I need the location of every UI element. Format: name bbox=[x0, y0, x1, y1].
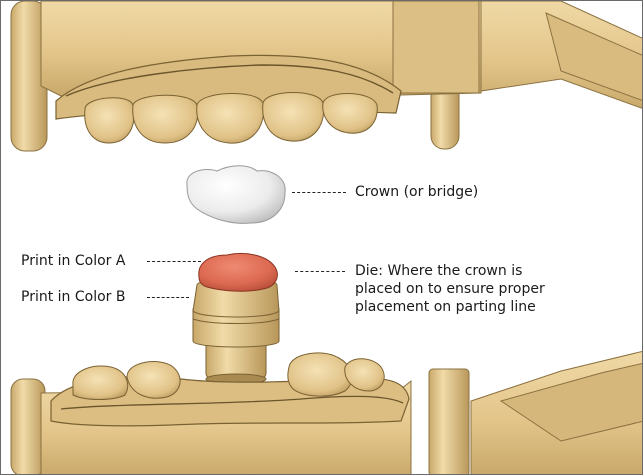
die-label-line1: Die: Where the crown is bbox=[355, 263, 522, 280]
crown-leader-line bbox=[292, 192, 346, 193]
crown-model bbox=[187, 166, 285, 224]
die-model bbox=[193, 254, 279, 385]
color-b-leader-line bbox=[147, 297, 189, 298]
die-leader-line bbox=[295, 271, 345, 272]
color-a-leader-line bbox=[147, 261, 201, 262]
color-a-label: Print in Color A bbox=[21, 253, 125, 270]
upper-jaw-model bbox=[11, 1, 643, 151]
upper-teeth bbox=[85, 93, 378, 144]
lower-jaw-model bbox=[11, 351, 643, 475]
die-label-line2: placed on to ensure proper bbox=[355, 281, 545, 298]
die-label-line3: placement on parting line bbox=[355, 299, 536, 316]
crown-label: Crown (or bridge) bbox=[355, 184, 478, 201]
color-b-label: Print in Color B bbox=[21, 289, 125, 306]
die-top-color-a bbox=[199, 254, 278, 292]
